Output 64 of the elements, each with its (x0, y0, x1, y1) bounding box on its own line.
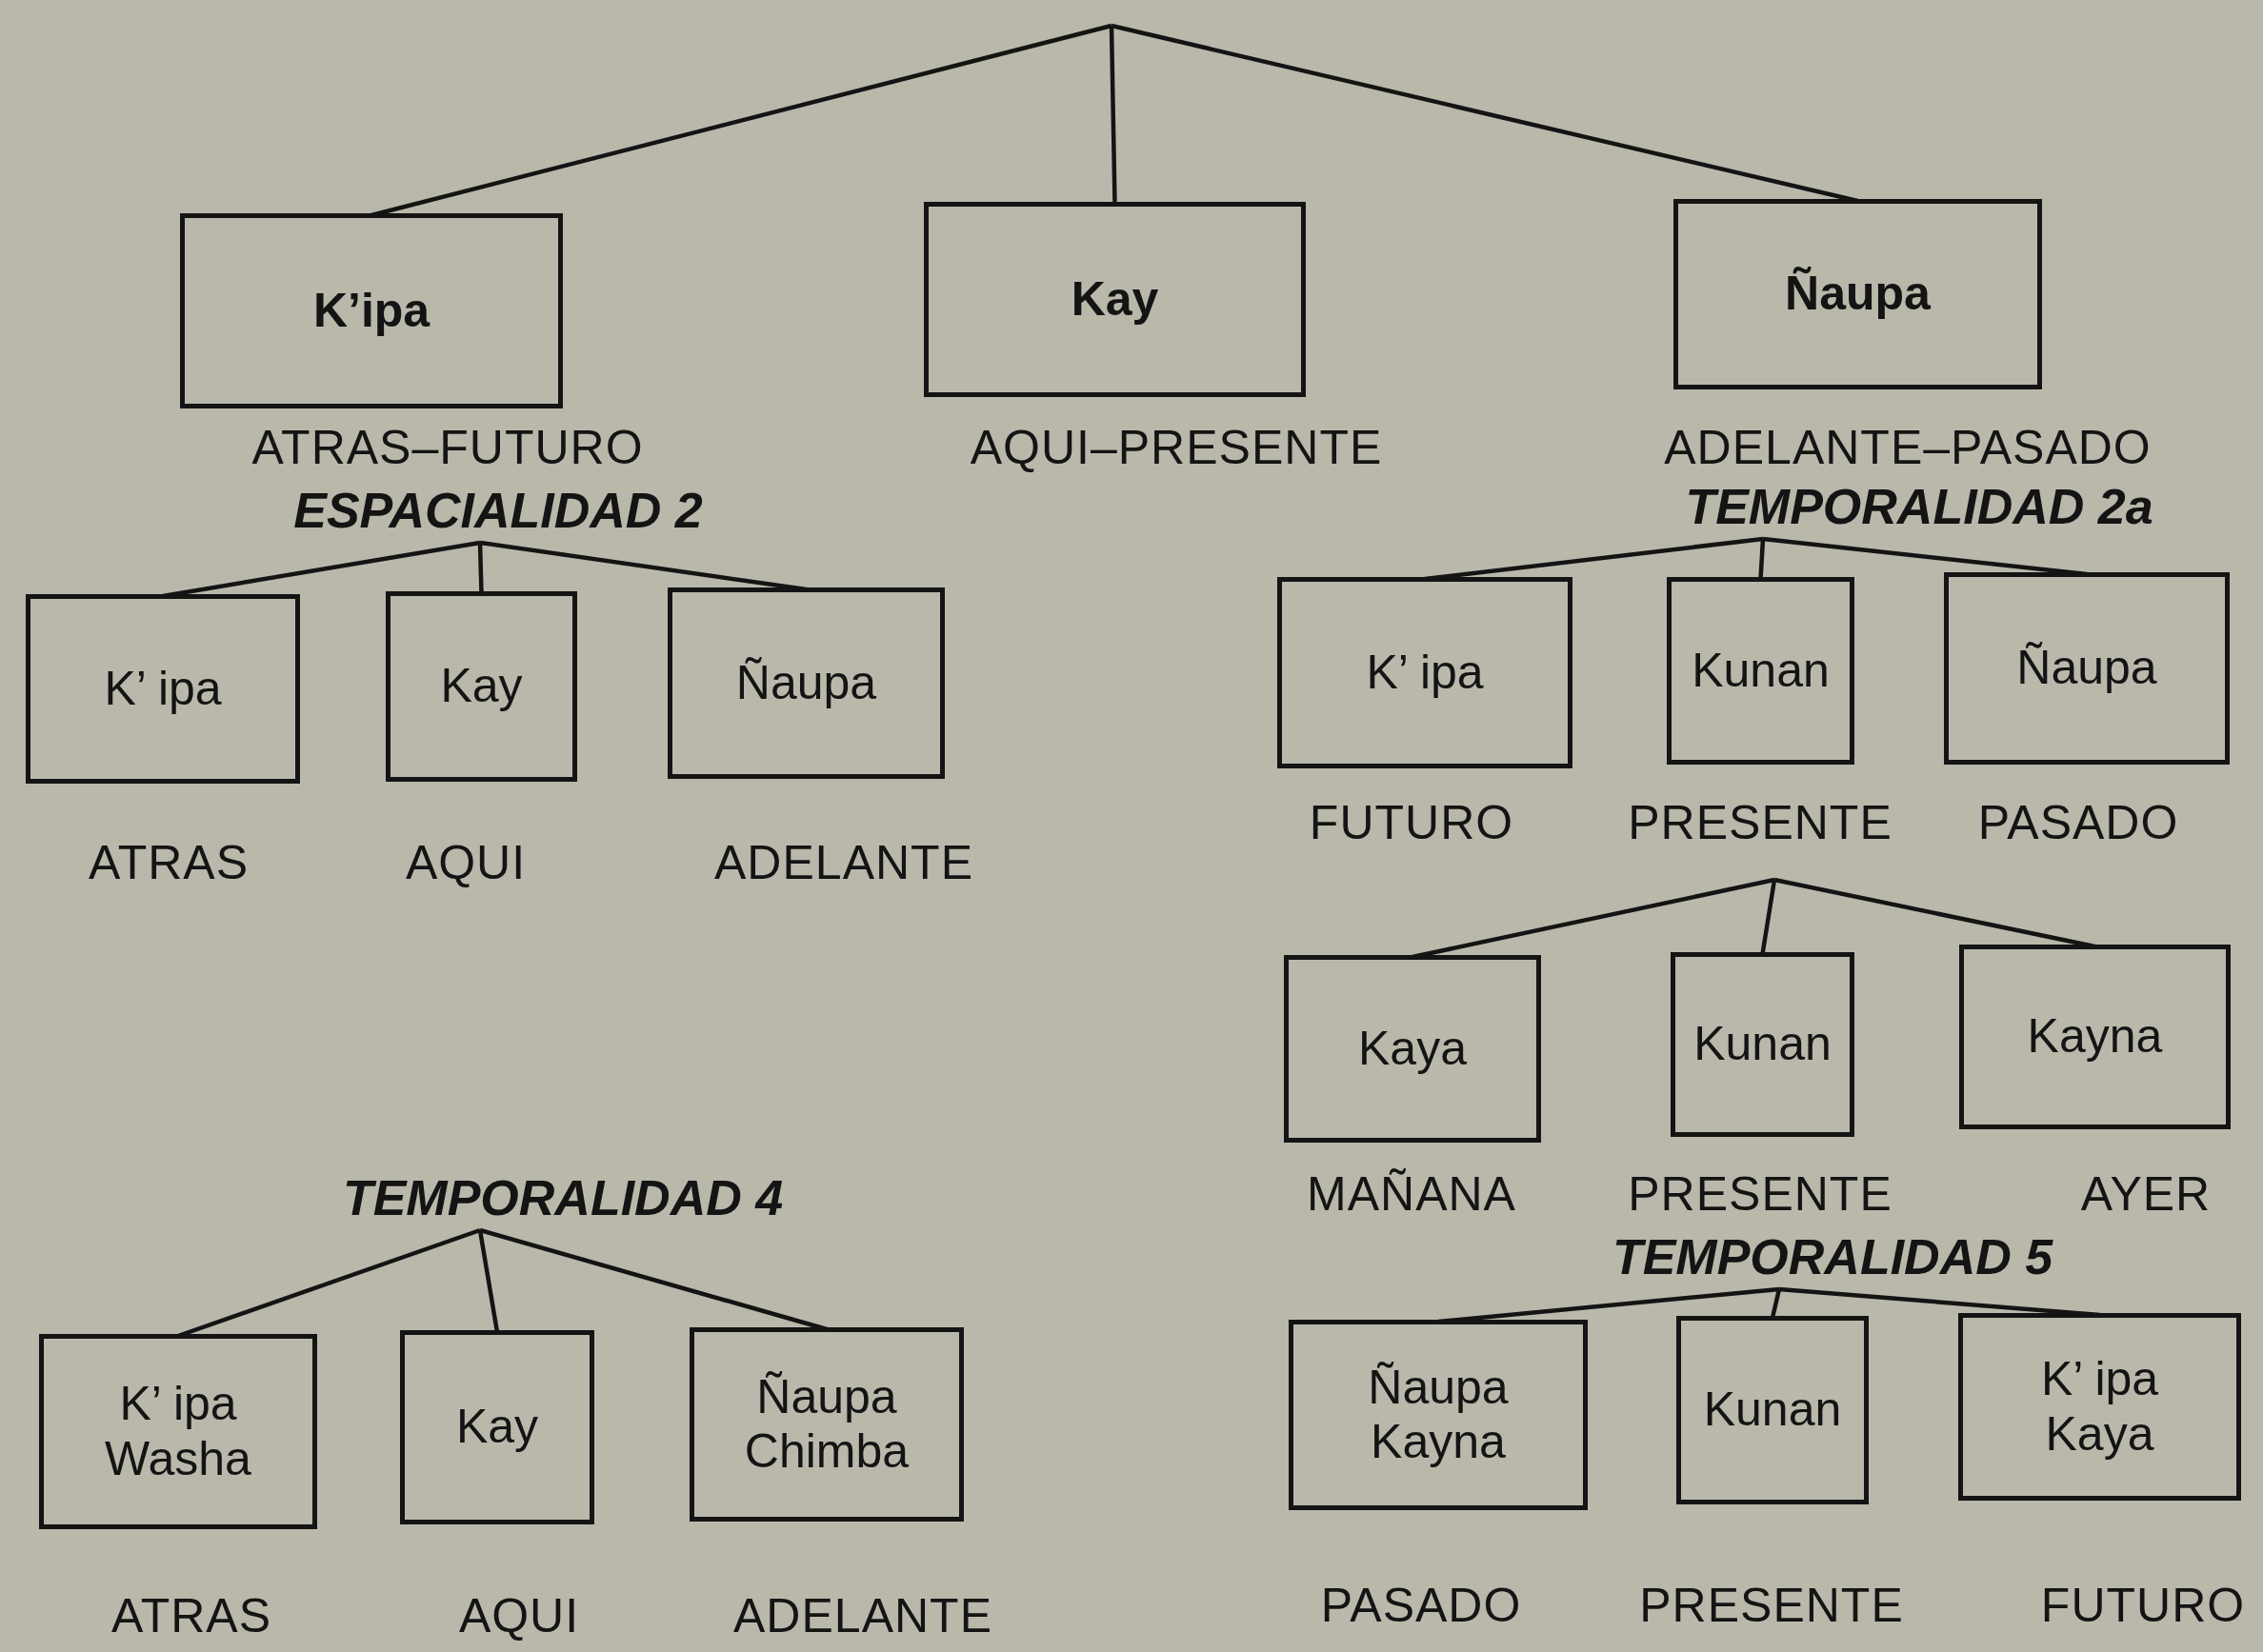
node-label: ATRAS–FUTURO (251, 420, 644, 475)
term-text: Ñaupa (735, 655, 877, 711)
node-label: PRESENTE (1628, 1166, 1893, 1222)
term-text: K’ ipa (1366, 645, 1484, 701)
term-text: Ñaupa (2016, 641, 2157, 696)
term-text: Ñaupa (1785, 267, 1931, 322)
term-box (1671, 952, 1854, 1137)
term-box (180, 213, 563, 408)
term-text: Kay (455, 1400, 539, 1455)
term-box (400, 1330, 594, 1524)
node-label: AQUI (458, 1588, 580, 1643)
term-box (1673, 199, 2042, 389)
term-box (668, 587, 945, 779)
node-label: FUTURO (1309, 795, 1514, 850)
term-text: K’ ipa Kaya (2039, 1352, 2160, 1462)
node-label: PRESENTE (1628, 795, 1893, 850)
tree-line (1770, 1288, 1782, 1319)
term-box (26, 594, 300, 784)
section-heading: ESPACIALIDAD 2 (293, 482, 703, 539)
tree-line (477, 1229, 500, 1333)
tree-line (1758, 538, 1766, 580)
term-box (1667, 577, 1854, 765)
term-box (1277, 577, 1572, 768)
node-label: PRESENTE (1639, 1578, 1904, 1633)
tree-line (477, 542, 484, 594)
term-box (924, 202, 1306, 397)
node-label: ATRAS (111, 1588, 271, 1643)
term-box (1944, 572, 2230, 765)
term-text: Kay (1071, 271, 1159, 328)
term-text: K’ ipa Washa (104, 1377, 252, 1486)
term-text: Kayna (2027, 1009, 2163, 1065)
node-label: AYER (2080, 1166, 2212, 1222)
term-text: K’ ipa (104, 661, 222, 717)
node-label: ADELANTE–PASADO (1664, 420, 2152, 475)
node-label: ADELANTE (714, 835, 973, 890)
node-label: PASADO (1977, 795, 2179, 850)
section-heading: TEMPORALIDAD 5 (1612, 1228, 2053, 1285)
section-heading: TEMPORALIDAD 2a (1685, 478, 2153, 535)
term-box (1284, 955, 1541, 1143)
term-text: K’ipa (312, 283, 431, 339)
term-text: Kunan (1703, 1383, 1842, 1438)
node-label: ATRAS (89, 835, 249, 890)
term-box (690, 1327, 964, 1522)
node-label: ADELANTE (733, 1588, 992, 1643)
node-label: AQUI (405, 835, 527, 890)
term-text: Kaya (1358, 1021, 1467, 1077)
term-box (1289, 1320, 1588, 1510)
node-label: PASADO (1320, 1578, 1522, 1633)
term-box (1959, 945, 2231, 1129)
section-heading: TEMPORALIDAD 4 (342, 1169, 784, 1226)
term-text: Ñaupa Kayna (1367, 1360, 1510, 1470)
term-box (386, 591, 577, 782)
term-text: Kunan (1693, 1017, 1832, 1072)
node-label: AQUI–PRESENTE (970, 420, 1383, 475)
node-label: FUTURO (2040, 1578, 2246, 1633)
tree-line (1109, 25, 1117, 205)
term-box (39, 1334, 317, 1529)
term-box (1676, 1316, 1869, 1504)
tree-line (1760, 879, 1777, 955)
term-text: Ñaupa Chimba (743, 1369, 911, 1480)
term-text: Kunan (1692, 643, 1830, 699)
term-box (1958, 1313, 2241, 1501)
term-text: Kay (440, 659, 523, 714)
node-label: MAÑANA (1307, 1166, 1516, 1222)
